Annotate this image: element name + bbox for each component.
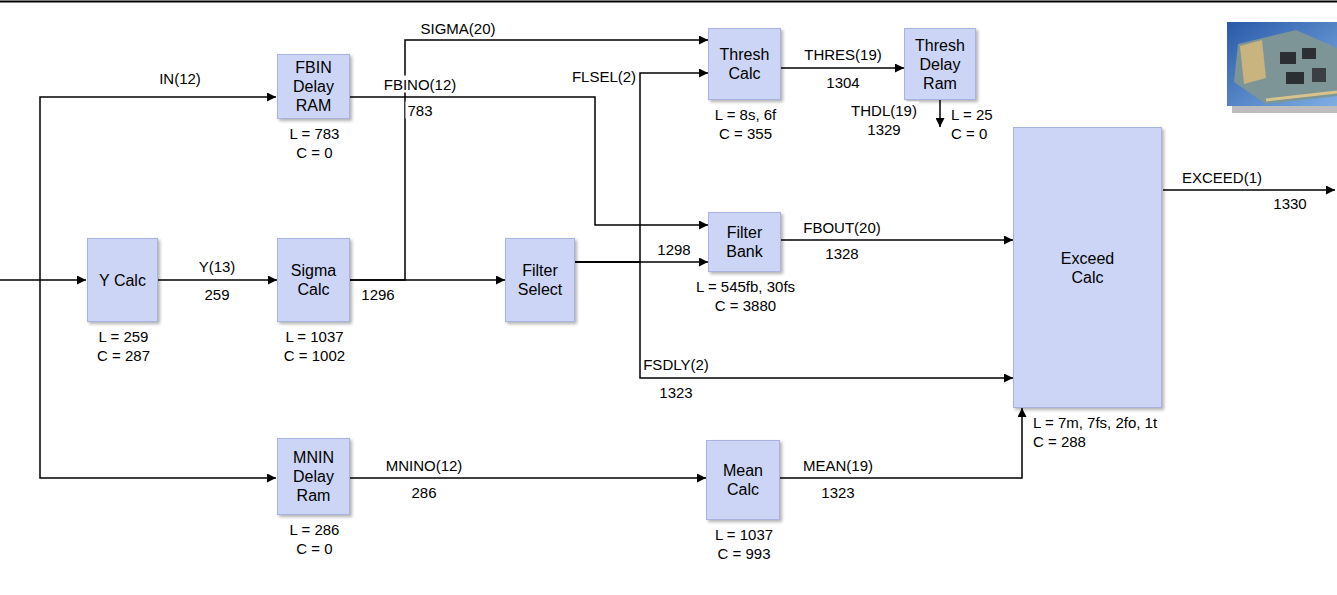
timing-label: EXCEED(1)	[1180, 169, 1264, 186]
signal-name: Y(13)	[197, 258, 238, 275]
board-photo	[1227, 22, 1337, 113]
signal-arrow	[575, 262, 1013, 378]
input-wire	[40, 280, 276, 478]
signal-name: FBINO(12)	[382, 76, 459, 93]
signal-arrow	[575, 73, 708, 262]
process-box: FBIN Delay RAML = 783C = 0	[277, 54, 350, 119]
latency-count: C = 355	[719, 125, 772, 143]
timing-label: 783	[405, 102, 434, 119]
timing-label: 286	[409, 484, 438, 501]
signal-name: SIGMA(20)	[418, 20, 497, 37]
signal-name: 1296	[359, 286, 396, 303]
timing-label: 1328	[823, 245, 860, 262]
latency-count: L = 1037	[715, 526, 773, 544]
timing-label: IN(12)	[157, 70, 203, 87]
block-name: Filter Select	[509, 261, 571, 299]
block-name: Mean Calc	[711, 461, 775, 499]
timing-label: 1329	[865, 121, 902, 138]
process-box: Filter Select	[505, 238, 575, 322]
latency-count: C = 3880	[715, 297, 776, 315]
process-box: Sigma CalcL = 1037C = 1002	[277, 238, 350, 322]
input-wire	[40, 97, 276, 280]
signal-name: MEAN(19)	[801, 457, 875, 474]
latency-count: L = 7m, 7fs, 2fo, 1t	[1033, 414, 1157, 432]
latency-count: L = 286	[290, 521, 340, 539]
signal-name: 1298	[655, 241, 692, 258]
signal-name: FLSEL(2)	[570, 68, 638, 85]
board-chip	[1312, 68, 1326, 82]
signal-arrow	[781, 239, 1013, 241]
signal-arrow	[158, 279, 277, 281]
signal-arrow	[350, 97, 708, 225]
signal-arrow	[781, 67, 904, 69]
latency-count: L = 25	[951, 106, 993, 124]
signal-name: THDL(19)	[849, 102, 919, 119]
block-name: Thresh Delay Ram	[909, 36, 971, 93]
process-box: Exceed CalcL = 7m, 7fs, 2fo, 1tC = 288	[1013, 127, 1162, 408]
signal-name: FSDLY(2)	[641, 356, 711, 373]
process-box: MNIN Delay RamL = 286C = 0	[277, 438, 350, 515]
process-box: Filter BankL = 545fb, 30fsC = 3880	[708, 212, 781, 272]
process-box: Mean CalcL = 1037C = 993	[706, 440, 780, 520]
process-box: Thresh Delay RamL = 25C = 0	[904, 28, 976, 100]
photo-background	[1227, 22, 1337, 106]
latency-count: L = 545fb, 30fs	[696, 278, 795, 296]
latency-count: L = 783	[290, 125, 340, 143]
signal-name: THRES(19)	[802, 46, 884, 63]
timing-label: 1323	[657, 384, 694, 401]
board-edge-contacts	[1266, 92, 1337, 100]
process-box: Y CalcL = 259C = 287	[87, 238, 158, 322]
block-name: Thresh Calc	[713, 45, 777, 83]
output-wire	[1163, 189, 1335, 191]
latency-count: L = 1037	[285, 328, 343, 346]
latency-count: C = 287	[97, 347, 150, 365]
block-name: Exceed Calc	[1052, 249, 1124, 287]
latency-count: C = 1002	[284, 347, 345, 365]
signal-arrow	[939, 100, 941, 127]
input-wire	[0, 279, 86, 281]
latency-count: L = 8s, 6f	[715, 106, 777, 124]
timing-label: 259	[202, 286, 231, 303]
block-name: Sigma Calc	[282, 261, 346, 299]
timing-label: 1323	[819, 484, 856, 501]
signal-name: FBOUT(20)	[801, 219, 883, 236]
block-name: Filter Bank	[713, 223, 777, 261]
circuit-board	[1234, 30, 1337, 104]
signal-arrow	[780, 408, 1022, 478]
latency-count: C = 0	[296, 540, 332, 558]
latency-count: C = 0	[296, 144, 332, 162]
top-rule	[0, 1, 1337, 3]
process-box: Thresh CalcL = 8s, 6fC = 355	[708, 28, 781, 100]
block-name: MNIN Delay Ram	[282, 448, 346, 505]
latency-count: L = 259	[99, 328, 149, 346]
board-connector	[1240, 40, 1266, 84]
board-chip	[1286, 72, 1304, 84]
board-chip	[1280, 52, 1296, 64]
signal-arrow	[350, 477, 706, 479]
timing-label: 1304	[824, 74, 861, 91]
board-chip	[1302, 48, 1316, 59]
latency-count: C = 993	[718, 545, 771, 563]
block-name: Y Calc	[99, 271, 146, 290]
latency-count: C = 0	[951, 125, 987, 143]
signal-arrow	[350, 279, 505, 281]
timing-label: 1330	[1271, 195, 1308, 212]
signal-name: MNINO(12)	[384, 457, 465, 474]
block-name: FBIN Delay RAM	[282, 58, 346, 115]
latency-count: C = 288	[1033, 433, 1086, 451]
